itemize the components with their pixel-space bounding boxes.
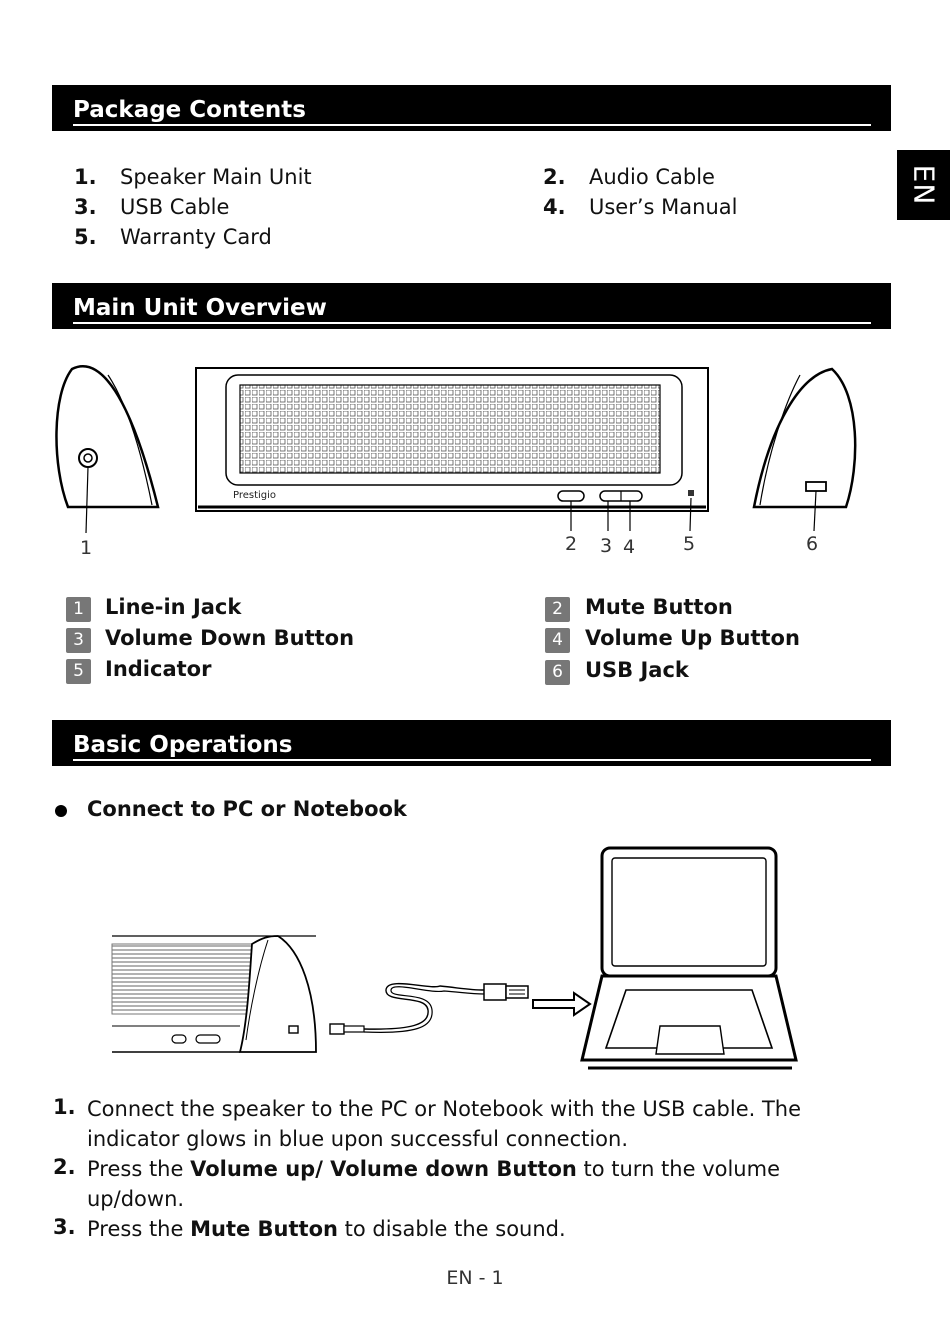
part-badge: 3: [66, 628, 91, 653]
step-text: Press the Mute Button to disable the sou…: [87, 1214, 867, 1244]
step-text-plain: Press the: [87, 1217, 191, 1241]
package-item-text: USB Cable: [120, 195, 230, 219]
callout-number: 2: [565, 533, 578, 555]
step-number: 3.: [53, 1215, 76, 1239]
part-badge: 2: [545, 597, 570, 622]
part-label: Volume Up Button: [585, 626, 800, 650]
part-badge: 6: [545, 660, 570, 685]
brand-label: Prestigio: [233, 490, 276, 501]
package-item-text: Speaker Main Unit: [120, 165, 312, 189]
package-item-number: 3.: [74, 195, 97, 219]
step-number: 1.: [53, 1095, 76, 1119]
part-badge: 5: [66, 659, 91, 684]
indicator-icon: [688, 490, 694, 496]
bullet-icon: [55, 805, 67, 817]
usb-cable: [329, 982, 529, 1035]
callout-number: 3: [600, 535, 613, 557]
part-label: Line-in Jack: [105, 595, 242, 619]
left-side-view: [55, 365, 160, 534]
section-title: Package Contents: [73, 97, 306, 123]
callout-number: 6: [806, 533, 819, 555]
bullet-heading: Connect to PC or Notebook: [87, 797, 407, 821]
section-header-package: Package Contents: [52, 85, 891, 131]
section-title: Basic Operations: [73, 732, 293, 758]
section-underline: [73, 322, 871, 324]
speaker-diagram: Prestigio: [55, 365, 857, 534]
package-item-number: 4.: [543, 195, 566, 219]
section-title: Main Unit Overview: [73, 295, 327, 321]
part-label: Volume Down Button: [105, 626, 355, 650]
arrow-right-icon: [532, 991, 592, 1017]
part-label: Indicator: [105, 657, 212, 681]
part-label: Mute Button: [585, 595, 733, 619]
package-item-text: Warranty Card: [120, 225, 272, 249]
part-badge: 1: [66, 597, 91, 622]
step-text-plain: Connect the speaker to the PC or Noteboo…: [87, 1097, 802, 1151]
step-text-bold: Volume up/ Volume down Button: [190, 1157, 577, 1181]
callout-number: 4: [623, 536, 636, 558]
step-number: 2.: [53, 1155, 76, 1179]
speaker-closeup: [111, 935, 317, 1053]
usb-jack-icon: [805, 481, 827, 492]
page-number: EN - 1: [446, 1267, 504, 1289]
section-underline: [73, 759, 871, 761]
part-label: USB Jack: [585, 658, 689, 682]
package-item-number: 5.: [74, 225, 97, 249]
part-badge: 4: [545, 628, 570, 653]
package-item-text: User’s Manual: [589, 195, 738, 219]
callout-number: 5: [683, 533, 696, 555]
section-header-operations: Basic Operations: [52, 720, 891, 766]
language-tab-label: EN: [907, 164, 940, 206]
right-side-view: [752, 367, 857, 532]
section-underline: [73, 124, 871, 126]
language-tab: EN: [897, 150, 950, 220]
step-text: Press the Volume up/ Volume down Button …: [87, 1154, 867, 1214]
step-text-plain: Press the: [87, 1157, 191, 1181]
section-header-overview: Main Unit Overview: [52, 283, 891, 329]
connection-illustration: [111, 846, 798, 1070]
step-text-plain: to disable the sound.: [337, 1217, 566, 1241]
package-item-number: 1.: [74, 165, 97, 189]
laptop-icon: [580, 846, 798, 1070]
front-view: Prestigio: [195, 367, 709, 532]
package-item-text: Audio Cable: [589, 165, 715, 189]
package-item-number: 2.: [543, 165, 566, 189]
step-text: Connect the speaker to the PC or Noteboo…: [87, 1094, 867, 1154]
step-text-bold: Mute Button: [190, 1217, 338, 1241]
step-text-plain: to turn the volume up/down.: [87, 1157, 780, 1211]
mute-button-icon: [557, 490, 585, 502]
callout-number: 1: [80, 537, 93, 559]
